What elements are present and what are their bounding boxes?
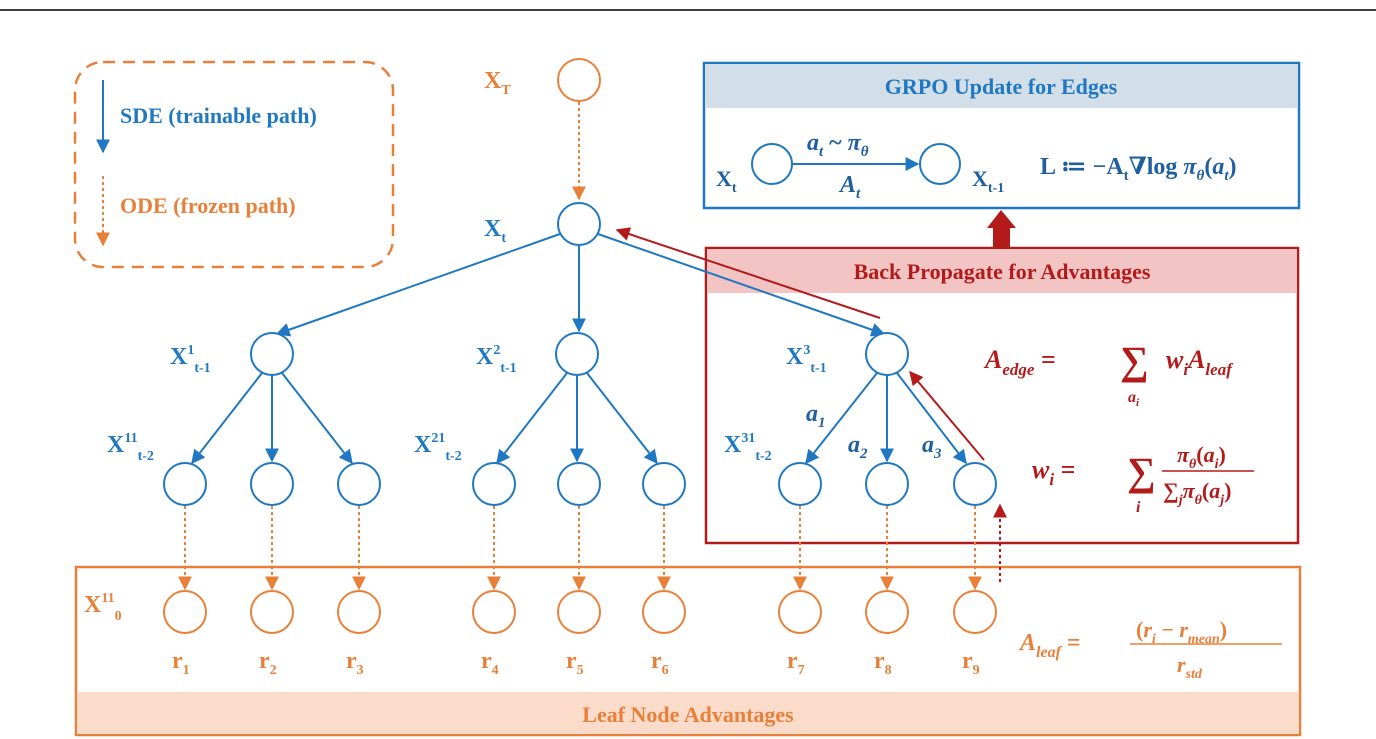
level2-node (557, 462, 601, 506)
grpo-edge-bottom-formula: At (838, 172, 861, 202)
level1-node-2 (555, 332, 599, 376)
leaf-node (557, 590, 601, 634)
backprop-border (704, 246, 1300, 545)
xt-label: Xt (484, 216, 506, 246)
svg-text:(ri − rmean): (ri − rmean) (1136, 617, 1227, 647)
reward-label: r6 (651, 648, 669, 678)
reward-label: r7 (787, 648, 805, 678)
svg-text:Aedge =: Aedge = (983, 345, 1056, 379)
level2-node (953, 462, 997, 506)
svg-text:Aleaf =: Aleaf = (1018, 630, 1081, 661)
legend: SDE (trainable path) ODE (frozen path) (73, 60, 395, 269)
reward-label: r1 (172, 648, 190, 678)
leaf-node (778, 590, 822, 634)
update-up-arrow-icon (987, 210, 1016, 247)
grpo-left-node (751, 143, 793, 185)
legend-border (73, 60, 395, 269)
reward-label: r4 (481, 648, 499, 678)
xt-node (557, 202, 601, 246)
grpo-panel: GRPO Update for Edges Xt Xt-1 at ~ πθ At… (702, 61, 1301, 210)
svg-text:wiAleaf: wiAleaf (1166, 345, 1234, 379)
edge-xt-to-x1 (275, 233, 561, 337)
level1-node-1 (250, 332, 294, 376)
level1-node-3 (865, 332, 909, 376)
level1-label-3: X3t-1 (786, 343, 827, 376)
leaf-node (337, 590, 381, 634)
level2-edges (191, 372, 967, 465)
backprop-arrow-to-x3 (909, 370, 985, 461)
leaf-node (163, 590, 207, 634)
grpo-right-node-label: Xt-1 (972, 166, 1004, 196)
leaf-band-title: Leaf Node Advantages (582, 702, 794, 727)
reward-label: r5 (566, 648, 584, 678)
action-label-3: a3 (922, 432, 942, 462)
level2-node (337, 462, 381, 506)
svg-text:at ~ πθ: at ~ πθ (807, 130, 869, 160)
backprop-arrow-to-xt (615, 227, 881, 319)
root-label: XT (484, 68, 511, 98)
svg-text:ai: ai (1128, 389, 1140, 409)
grpo-border (702, 61, 1301, 210)
edge-xt-to-x3 (597, 233, 886, 337)
a-edge-formula: Aedge = ∑ ai wiAleaf (983, 338, 1234, 409)
leaf-columns (163, 462, 997, 634)
level2-label-3: X31t-2 (724, 431, 772, 464)
reward-label: r3 (346, 648, 364, 678)
svg-text:∑jπθ(aj): ∑jπθ(aj) (1163, 478, 1231, 508)
grpo-left-node-label: Xt (716, 166, 737, 196)
leaf-node (865, 590, 909, 634)
level2-node (642, 462, 686, 506)
reward-label: r2 (259, 648, 277, 678)
backprop-header-bg (707, 249, 1297, 293)
action-label-1: a1 (806, 401, 826, 431)
reward-label: r8 (874, 648, 892, 678)
svg-text:πθ(ai): πθ(ai) (1177, 442, 1226, 472)
backprop-panel: Back Propagate for Advantages Aedge = ∑ … (704, 246, 1300, 545)
level2-node (778, 462, 822, 506)
level2-label-1: X11t-2 (107, 431, 154, 464)
leaf-panel-border (74, 565, 1302, 737)
reward-label: r9 (962, 648, 980, 678)
svg-text:i: i (1136, 499, 1141, 516)
level2-node (163, 462, 207, 506)
a-leaf-formula: Aleaf = (ri − rmean) rstd (1018, 617, 1282, 682)
leaf-node (250, 590, 294, 634)
svg-text:∑: ∑ (1127, 449, 1156, 494)
level2-node (472, 462, 516, 506)
grpo-title: GRPO Update for Edges (885, 74, 1118, 99)
leaf-advantages-panel: Leaf Node Advantages (74, 565, 1302, 737)
grpo-loss-formula: L ≔ −At∇log πθ(at) (1040, 154, 1237, 184)
leaf-label: X110 (84, 591, 122, 624)
svg-text:L ≔ −At∇log πθ(at): L ≔ −At∇log πθ(at) (1040, 154, 1237, 184)
level1-label-2: X2t-1 (476, 343, 517, 376)
action-label-2: a2 (848, 432, 868, 462)
leaf-band-bg (77, 692, 1299, 734)
grpo-edge-top-formula: at ~ πθ (807, 130, 869, 160)
level2-node (865, 462, 909, 506)
svg-text:∑: ∑ (1120, 338, 1149, 383)
leaf-node (953, 590, 997, 634)
reward-labels: r1 r2 r3 r4 r5 r6 r7 r8 r9 (172, 648, 980, 678)
leaf-node (642, 590, 686, 634)
sde-label: SDE (trainable path) (120, 103, 317, 128)
backprop-title: Back Propagate for Advantages (854, 259, 1151, 284)
root-node (557, 58, 601, 102)
grpo-right-node (919, 143, 961, 185)
svg-text:wi =: wi = (1032, 455, 1075, 489)
ode-label: ODE (frozen path) (120, 193, 296, 218)
svg-text:rstd: rstd (1177, 652, 1203, 682)
level2-node (250, 462, 294, 506)
grpo-header-bg (705, 64, 1298, 108)
w-formula: wi = ∑ i πθ(ai) ∑jπθ(aj) (1032, 442, 1254, 516)
level1-label-1: X1t-1 (170, 343, 211, 376)
leaf-node (472, 590, 516, 634)
svg-text:At: At (838, 172, 861, 202)
level2-label-2: X21t-2 (414, 431, 462, 464)
